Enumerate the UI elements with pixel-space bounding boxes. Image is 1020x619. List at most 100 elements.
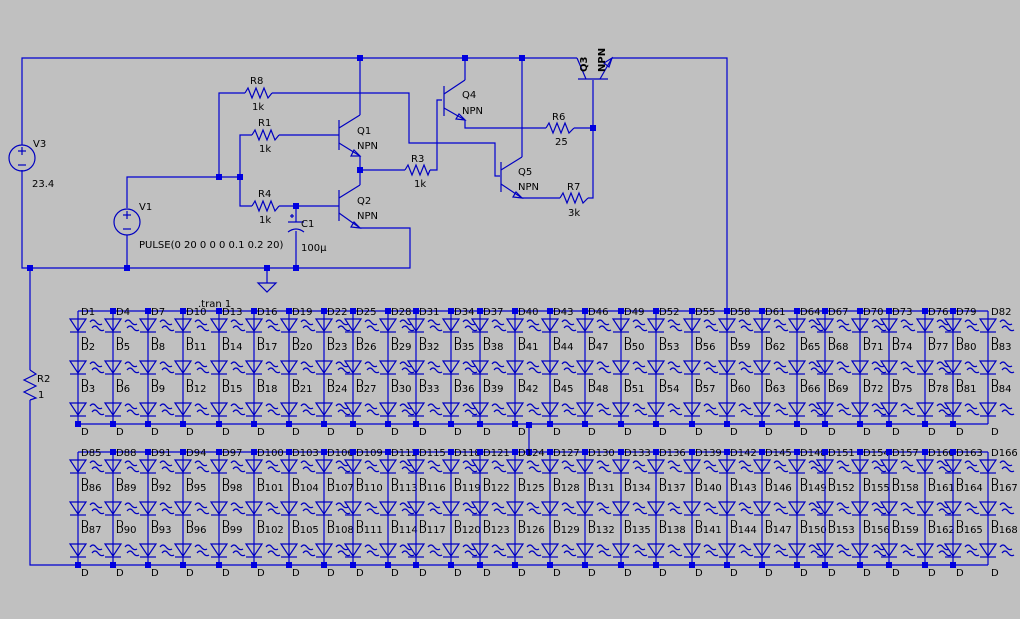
led-diode[interactable]: D3D — [68, 384, 105, 438]
resistor-r7[interactable]: R7 3k — [559, 182, 589, 219]
led-diode[interactable]: D7D — [138, 307, 175, 347]
resistor-r8[interactable]: R8 1k — [244, 76, 273, 113]
transistor-q5[interactable]: Q5 NPN — [500, 156, 539, 199]
resistor-r1[interactable]: R1 1k — [251, 118, 280, 155]
led-diode[interactable]: D1D — [68, 307, 105, 347]
resistor-r6[interactable]: R6 25 — [545, 112, 575, 148]
led-diode[interactable]: D4D — [103, 307, 140, 347]
led-diode[interactable]: D5D — [103, 342, 140, 389]
transistor-q1[interactable]: Q1 NPN — [338, 114, 378, 157]
capacitor-c1[interactable]: C1 100µ — [287, 214, 327, 254]
voltage-source-v1[interactable]: V1 PULSE(0 20 0 0 0 0.1 0.2 20) — [113, 202, 283, 251]
